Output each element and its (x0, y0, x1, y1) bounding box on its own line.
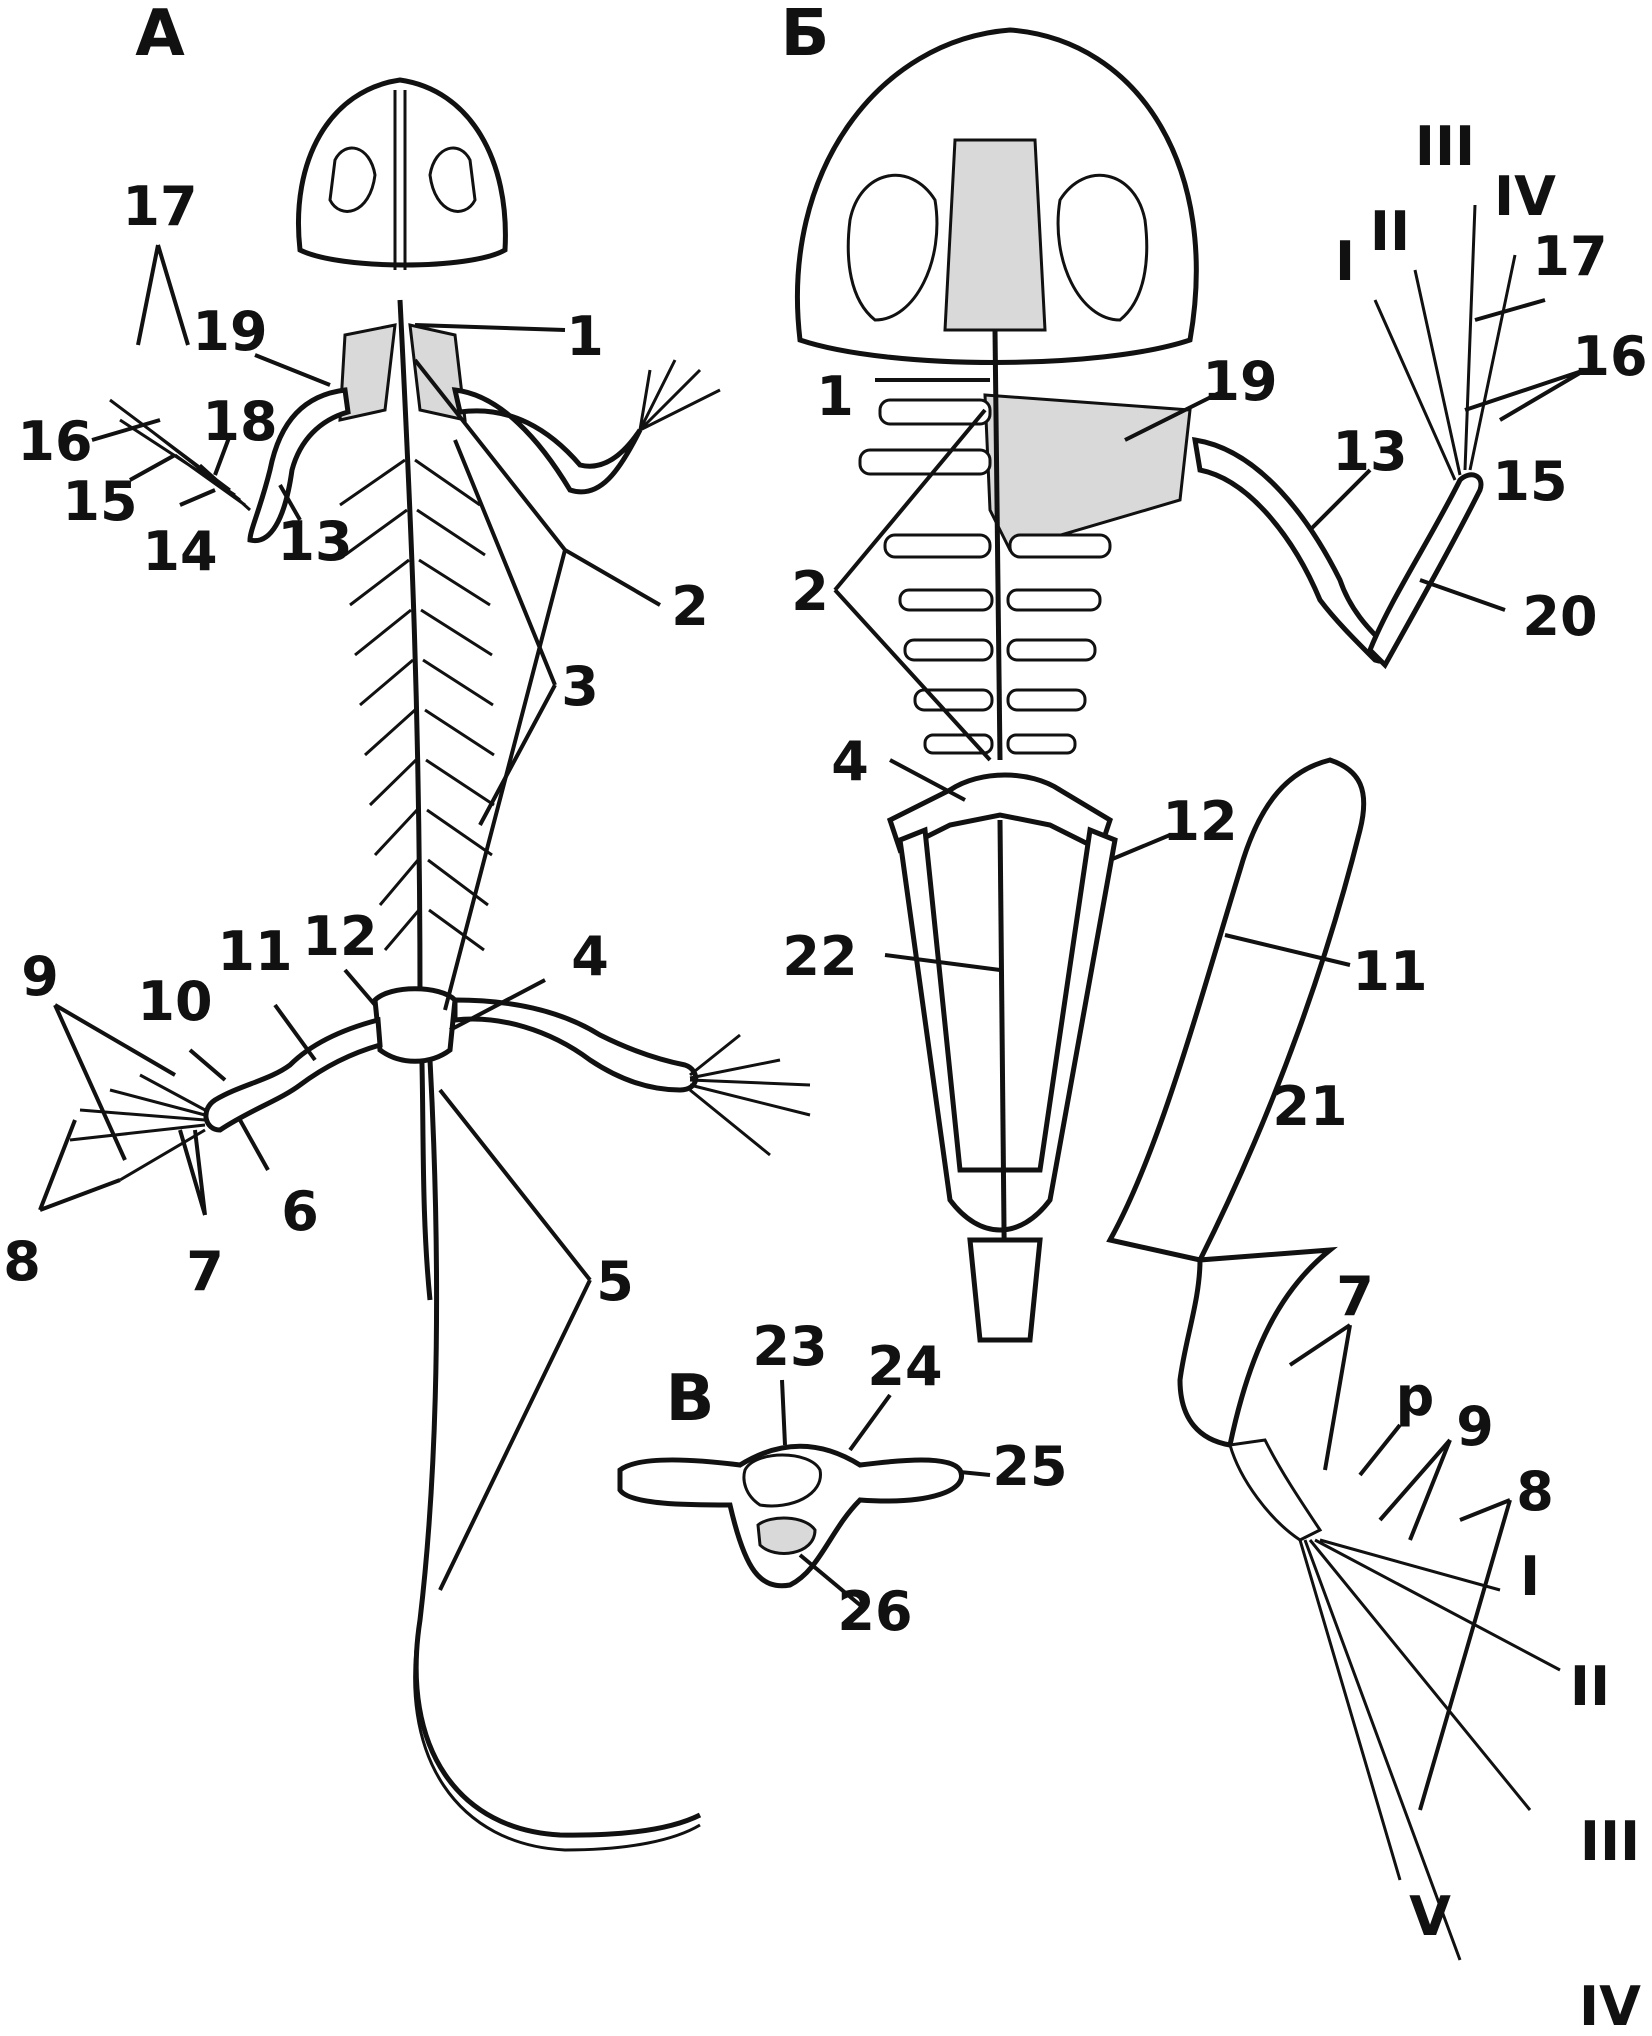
pubis-b (967, 1237, 1043, 1343)
panel-label-v: В (666, 1362, 715, 1436)
vertebra-v (617, 1443, 964, 1589)
label-b-16: 16 (1572, 325, 1647, 388)
label-b-13: 13 (1332, 420, 1407, 483)
label-b-IV-hind: IV (1579, 1975, 1641, 2036)
label-b-II-hind: II (1570, 1655, 1610, 1718)
label-v-25: 25 (992, 1435, 1067, 1498)
forefoot-left-a (109, 398, 252, 512)
label-a-1: 1 (566, 305, 604, 368)
label-a-12: 12 (302, 905, 377, 968)
label-b-21: 21 (1272, 1075, 1347, 1138)
label-a-4: 4 (571, 925, 609, 988)
label-a-11: 11 (217, 920, 292, 983)
label-a-19: 19 (192, 300, 267, 363)
centrum-v (756, 1516, 817, 1555)
label-b-12: 12 (1162, 790, 1237, 853)
label-b-22: 22 (782, 925, 857, 988)
tail-edge-a (413, 1619, 701, 1852)
ilium-b (897, 826, 1118, 1233)
label-v-24: 24 (867, 1335, 942, 1398)
label-a-7: 7 (186, 1240, 224, 1303)
panel-b-drawing (794, 27, 1561, 1961)
parasphenoid-b (943, 138, 1047, 332)
label-b-I-fore: I (1335, 230, 1355, 293)
label-a-13: 13 (277, 510, 352, 573)
hindlimb-right-a (452, 997, 699, 1093)
label-a-15: 15 (62, 470, 137, 533)
label-b-20: 20 (1522, 585, 1597, 648)
forelimb-left-a (247, 387, 351, 544)
hindfoot-left-a (69, 1073, 206, 1182)
label-b-V-hind: V (1409, 1885, 1451, 1948)
label-b-7: 7 (1336, 1265, 1374, 1328)
spine-a (397, 299, 433, 1301)
label-b-p: p (1396, 1365, 1435, 1428)
forefoot-b (1373, 204, 1517, 481)
spine-b (992, 329, 1003, 761)
femur-b (1106, 757, 1367, 1263)
label-a-5: 5 (596, 1250, 634, 1313)
label-b-III-hind: III (1580, 1810, 1640, 1873)
label-b-III-fore: III (1415, 115, 1475, 178)
label-a-14: 14 (142, 520, 217, 583)
label-a-18: 18 (202, 390, 277, 453)
label-b-19: 19 (1202, 350, 1277, 413)
orbit-left-a (328, 146, 377, 213)
pelvis-a (372, 986, 458, 1064)
label-b-II-fore: II (1370, 200, 1410, 263)
label-b-4: 4 (831, 730, 869, 793)
tarsus-b (1228, 1438, 1323, 1542)
skull-midline-a (393, 90, 407, 270)
tibiofibula-b (1177, 1246, 1338, 1448)
label-b-15: 15 (1492, 450, 1567, 513)
leader-lines (38, 244, 1587, 1811)
orbit-right-a (428, 146, 477, 213)
forefoot-right-a (638, 359, 721, 432)
label-b-I-hind: I (1520, 1545, 1540, 1608)
label-a-8: 8 (3, 1230, 41, 1293)
ribs-a (339, 458, 495, 952)
transverse-processes-b (858, 398, 1112, 755)
forearm-b (1367, 472, 1484, 670)
orbit-right-b (1056, 173, 1149, 322)
label-v-23: 23 (752, 1315, 827, 1378)
label-a-3: 3 (561, 655, 599, 718)
label-a-6: 6 (281, 1180, 319, 1243)
tail-a (413, 1059, 702, 1838)
label-a-10: 10 (137, 970, 212, 1033)
label-a-17: 17 (122, 175, 197, 238)
label-b-8: 8 (1516, 1460, 1554, 1523)
label-v-26: 26 (837, 1580, 912, 1643)
label-a-2: 2 (671, 575, 709, 638)
label-a-16: 16 (17, 410, 92, 473)
neural-canal-v (742, 1453, 822, 1508)
sacrum-b (886, 772, 1114, 854)
label-b-11: 11 (1352, 940, 1427, 1003)
hindfoot-right-a (689, 1033, 811, 1157)
hindlimb-left-a (203, 1016, 383, 1133)
orbit-left-b (846, 173, 939, 322)
hindfoot-b (1298, 1538, 1561, 1961)
forelimb-right-a (451, 387, 643, 495)
panel-v-drawing (617, 1443, 964, 1589)
sternum-b (983, 393, 1192, 552)
label-b-9: 9 (1456, 1395, 1494, 1458)
skull-a (296, 77, 508, 268)
label-b-IV-fore: IV (1494, 165, 1556, 228)
panel-label-b: Б (781, 0, 830, 71)
label-b-2: 2 (791, 560, 829, 623)
label-b-1: 1 (816, 365, 854, 428)
panel-a-drawing (69, 77, 811, 1852)
label-a-9: 9 (21, 945, 59, 1008)
panel-label-a: А (135, 0, 185, 71)
label-b-17: 17 (1532, 225, 1607, 288)
